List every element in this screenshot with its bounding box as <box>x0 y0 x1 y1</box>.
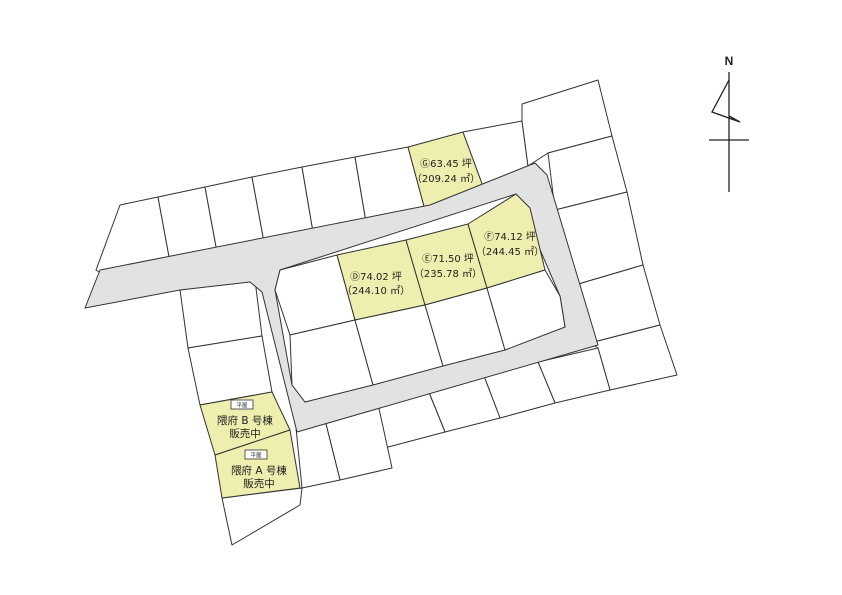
lot-e-area-sqm: （235.78 ㎡） <box>414 268 482 280</box>
lot-d-area-tsubo: Ⓓ74.02 坪 <box>350 270 402 283</box>
lot-g-label: Ⓖ63.45 坪 （209.24 ㎡） <box>412 157 480 185</box>
compass-label: N <box>725 54 734 68</box>
lot-a-status: 販売中 <box>243 477 275 490</box>
lot-a-name: 隈府 A 号棟 <box>231 464 287 477</box>
lot-in-5[interactable] <box>486 269 566 351</box>
lot-a-tag: 平屋 <box>250 452 262 459</box>
east-lots <box>547 135 678 391</box>
lot-b-name: 隈府 B 号棟 <box>217 414 273 427</box>
lot-e-area-tsubo: Ⓔ71.50 坪 <box>422 252 474 265</box>
lot-a-tag-box <box>244 449 268 460</box>
south-lots <box>221 347 611 546</box>
lot-e-4[interactable] <box>589 324 678 391</box>
lot-f-area-tsubo: Ⓕ74.12 坪 <box>484 230 536 243</box>
west-lots <box>179 279 301 499</box>
lot-b-tag-box <box>230 399 254 410</box>
lot-b-status: 販売中 <box>229 427 261 440</box>
inner-lots <box>274 193 566 403</box>
lot-e-label: Ⓔ71.50 坪 （235.78 ㎡） <box>414 252 482 280</box>
lot-b-tag: 平屋 <box>236 402 248 409</box>
lot-b-label: 平屋 隈府 B 号棟 販売中 <box>217 399 273 440</box>
lot-d-area-sqm: （244.10 ㎡） <box>342 285 410 297</box>
lot-g-area-sqm: （209.24 ㎡） <box>412 173 480 185</box>
north-arrow-icon: N <box>709 54 749 192</box>
lot-g-area-tsubo: Ⓖ63.45 坪 <box>420 157 472 170</box>
lot-d-label: Ⓓ74.02 坪 （244.10 ㎡） <box>342 270 410 297</box>
lot-a[interactable] <box>214 429 301 499</box>
lot-f-label: Ⓕ74.12 坪 （244.45 ㎡） <box>476 230 544 258</box>
lot-f-area-sqm: （244.45 ㎡） <box>476 246 544 258</box>
lot-in-2[interactable] <box>289 319 374 403</box>
lot-f[interactable] <box>467 193 546 289</box>
lot-a-label: 平屋 隈府 A 号棟 販売中 <box>231 449 287 490</box>
